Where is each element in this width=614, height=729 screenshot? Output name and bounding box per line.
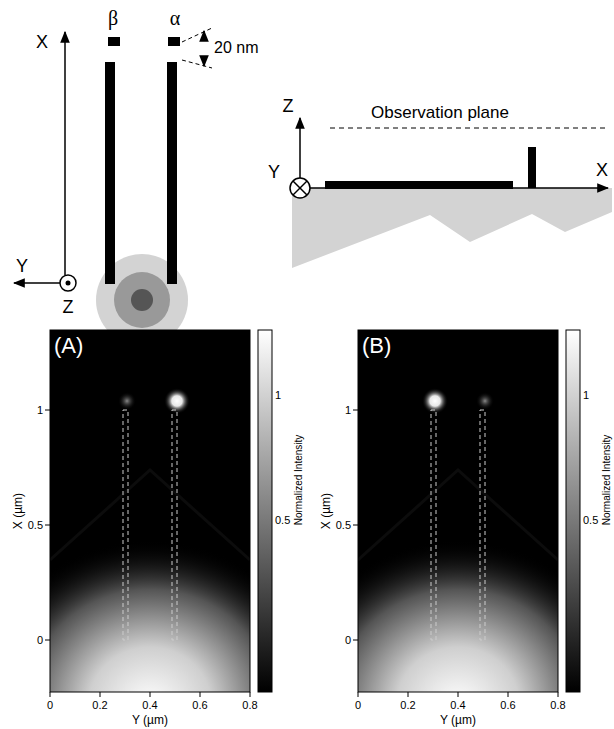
tick-label: 0.5	[28, 520, 43, 531]
part-label: β	[108, 8, 118, 28]
tick-label: 1	[345, 405, 351, 416]
axis-label: Z	[283, 97, 294, 115]
colorbar-title: Normalized Intensity	[602, 435, 612, 526]
tick-label: 0.5	[583, 515, 598, 526]
axis-label: Y	[268, 163, 280, 181]
plan-view	[14, 28, 212, 346]
tick-label: 1	[37, 405, 43, 416]
tick-label: 0.8	[550, 700, 565, 711]
axis-title: Y (µm)	[440, 714, 476, 726]
tick-label: 0.5	[275, 515, 290, 526]
tick-label: 0.5	[336, 520, 351, 531]
tick-label: 0	[345, 635, 351, 646]
intensity-map-a	[0, 330, 325, 729]
colorbar-title: Normalized Intensity	[294, 435, 304, 526]
tick-label: 0.8	[242, 700, 257, 711]
axis-title: X (µm)	[320, 493, 332, 529]
tick-label: 0.6	[500, 700, 515, 711]
panel-label: (A)	[54, 335, 83, 357]
tick-label: 0.4	[142, 700, 157, 711]
part-label: α	[170, 8, 180, 28]
tick-label: 1	[583, 390, 589, 401]
axis-title: X (µm)	[12, 493, 24, 529]
tick-label: 0	[37, 635, 43, 646]
tick-label: 0.2	[400, 700, 415, 711]
axis-title: Y (µm)	[132, 714, 168, 726]
dimension: 20 nm	[214, 40, 258, 56]
tick-label: 1	[275, 390, 281, 401]
axis-label: X	[36, 33, 48, 51]
axis-label: Z	[63, 298, 74, 316]
side-view	[290, 118, 612, 268]
axis-label: Y	[16, 257, 28, 275]
axis-label: X	[596, 161, 608, 179]
plane-label: Observation plane	[371, 104, 509, 121]
tick-label: 0	[47, 700, 53, 711]
tick-label: 0.2	[92, 700, 107, 711]
panel-label: (B)	[362, 335, 391, 357]
tick-label: 0	[355, 700, 361, 711]
tick-label: 0.6	[192, 700, 207, 711]
intensity-map-b	[283, 330, 614, 729]
tick-label: 0.4	[450, 700, 465, 711]
